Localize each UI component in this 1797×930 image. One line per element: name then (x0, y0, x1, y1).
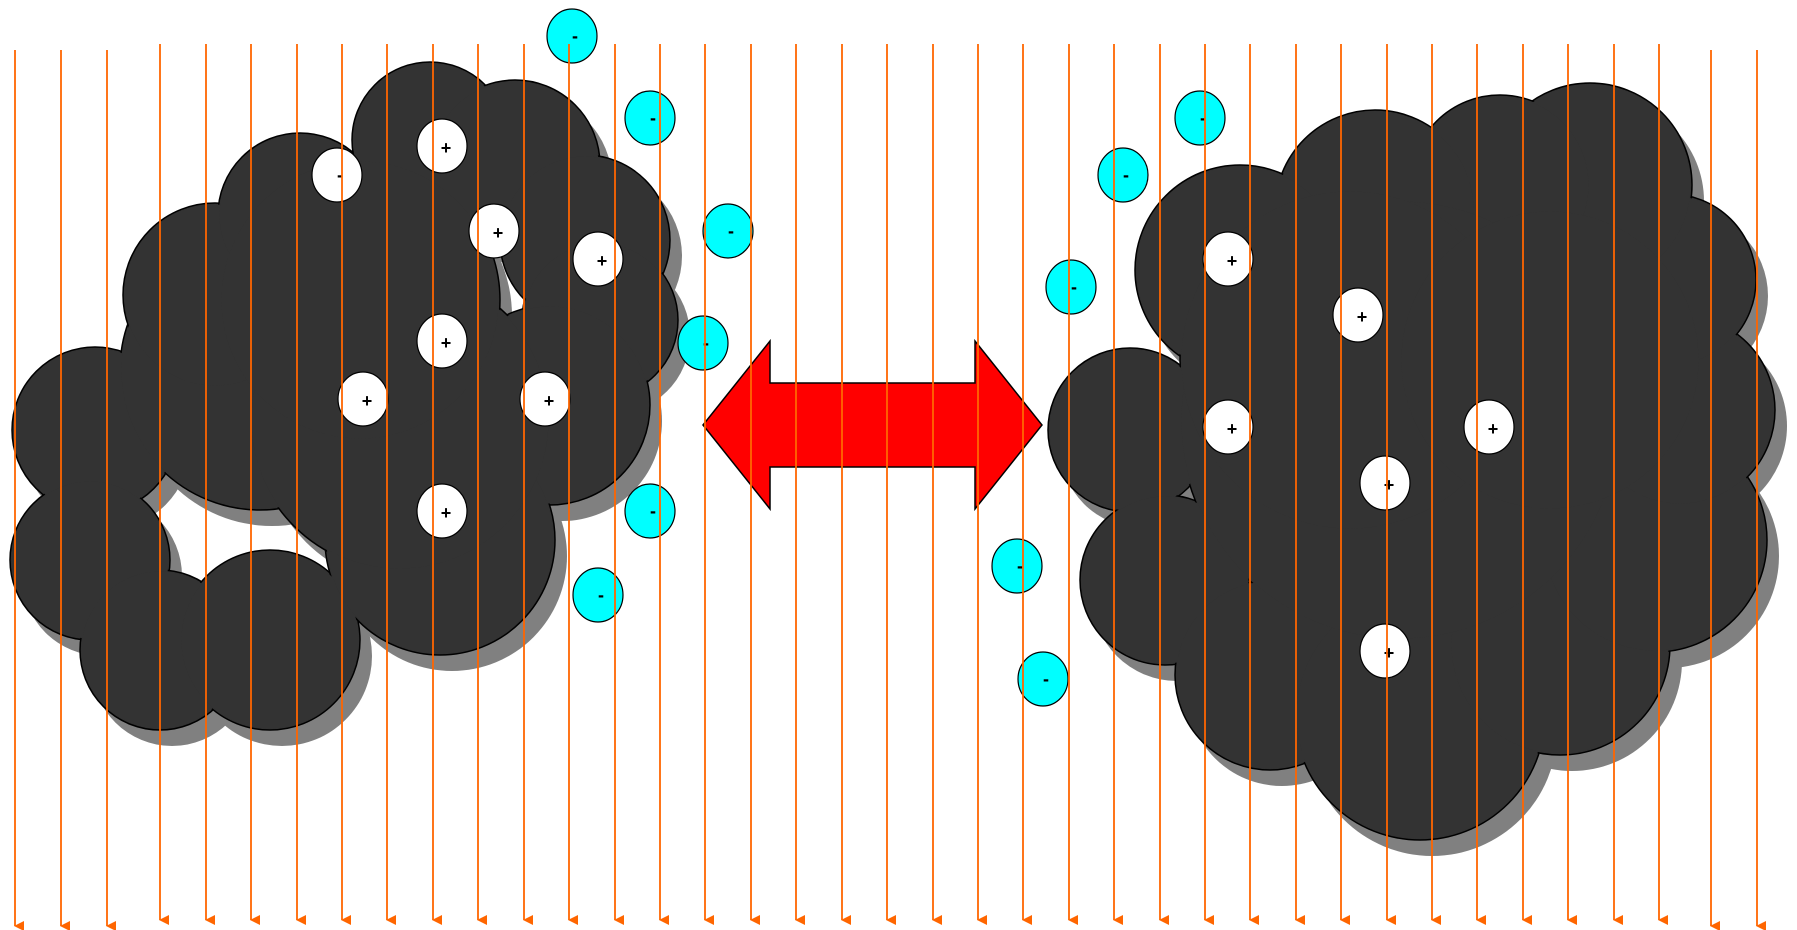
double-arrow-icon (702, 338, 1043, 512)
positive-charge: + (519, 371, 571, 427)
positive-charge-symbol: + (1384, 643, 1395, 663)
positive-charge-circle (468, 203, 520, 259)
negative-charge-symbol: - (572, 26, 578, 46)
left-cloud-puff-fill (221, 161, 499, 439)
positive-charge-symbol: + (1488, 419, 1499, 439)
positive-charge: + (337, 371, 389, 427)
negative-charge-circle (1097, 147, 1149, 203)
negative-charge-circle (624, 483, 676, 539)
positive-charge-circle (1359, 623, 1411, 679)
positive-charge: + (1359, 623, 1411, 679)
right-cloud-body (1047, 82, 1776, 841)
negative-charge: - (1045, 259, 1097, 315)
negative-charge: - (677, 315, 729, 371)
negative-charge-symbol: - (703, 333, 709, 353)
negative-charge-symbol: - (728, 221, 734, 241)
negative-charge-symbol: - (650, 108, 656, 128)
negative-charge-circle (677, 315, 729, 371)
positive-charge: + (468, 203, 520, 259)
positive-charge-symbol: + (1227, 251, 1238, 271)
negative-charge-circle (572, 567, 624, 623)
negative-charge-circle (1174, 90, 1226, 146)
electric-field-lines (14, 44, 1766, 930)
positive-charge-circle (337, 371, 389, 427)
negative-charge-circle (1045, 259, 1097, 315)
positive-charge-circle (1202, 399, 1254, 455)
positive-charge-circle (416, 483, 468, 539)
positive-charge-circle (1202, 231, 1254, 287)
positive-charge-symbol: + (1227, 419, 1238, 439)
negative-charge-symbol: - (650, 501, 656, 521)
positive-charge-symbol: + (362, 391, 373, 411)
positive-charge-circle (416, 313, 468, 369)
negative-charge-circle (546, 8, 598, 64)
positive-charge-symbol: + (441, 503, 452, 523)
negative-charge: - (991, 538, 1043, 594)
negative-charge-symbol: - (1200, 108, 1206, 128)
negative-charge: - (702, 203, 754, 259)
negative-charge-circle (991, 538, 1043, 594)
right-cloud (1047, 82, 1787, 856)
negative-charge-symbol: - (1071, 277, 1077, 297)
positive-charge: + (416, 483, 468, 539)
positive-charge-symbol: + (1357, 307, 1368, 327)
positive-charge: + (1332, 287, 1384, 343)
negative-charge: - (311, 147, 363, 203)
right-cloud-puff-fill (1401, 211, 1699, 509)
positive-charge-symbol: + (544, 391, 555, 411)
negative-charge-circle (1017, 651, 1069, 707)
positive-charge: + (416, 313, 468, 369)
negative-charge: - (624, 483, 676, 539)
negative-charge-circle (702, 203, 754, 259)
positive-charge: + (416, 118, 468, 174)
positive-charge: + (572, 231, 624, 287)
right-cloud-puff-fill (1049, 349, 1211, 511)
left-cloud (9, 61, 690, 746)
negative-charge-symbol: - (1123, 165, 1129, 185)
positive-charge: + (1202, 399, 1254, 455)
positive-charge-symbol: + (1384, 475, 1395, 495)
positive-charge: + (1359, 455, 1411, 511)
positive-charge-symbol: + (441, 138, 452, 158)
positive-charge-circle (416, 118, 468, 174)
left-cloud-body (9, 61, 679, 731)
left-cloud-puff-fill (181, 551, 359, 729)
negative-charge-symbol: - (1017, 556, 1023, 576)
negative-charge-symbol: - (1043, 669, 1049, 689)
negative-charge-symbol: - (337, 165, 343, 185)
negative-charge: - (1017, 651, 1069, 707)
negative-charge-circle (624, 90, 676, 146)
positive-charge-circle (1359, 455, 1411, 511)
negative-charge: - (546, 8, 598, 64)
negative-charge-symbol: - (598, 585, 604, 605)
negative-charge: - (624, 90, 676, 146)
positive-charge-circle (1332, 287, 1384, 343)
negative-charge: - (572, 567, 624, 623)
negative-charge: - (1174, 90, 1226, 146)
negative-charge: - (1097, 147, 1149, 203)
positive-charge-symbol: + (441, 333, 452, 353)
positive-charge: + (1202, 231, 1254, 287)
positive-charge-symbol: + (597, 251, 608, 271)
charges-layer: + + + + + + + + + + + + + - - - - - - - - - - - - (311, 8, 1515, 707)
positive-charge-circle (519, 371, 571, 427)
positive-charge: + (1463, 399, 1515, 455)
positive-charge-circle (572, 231, 624, 287)
positive-charge-symbol: + (493, 223, 504, 243)
negative-charge-circle (311, 147, 363, 203)
